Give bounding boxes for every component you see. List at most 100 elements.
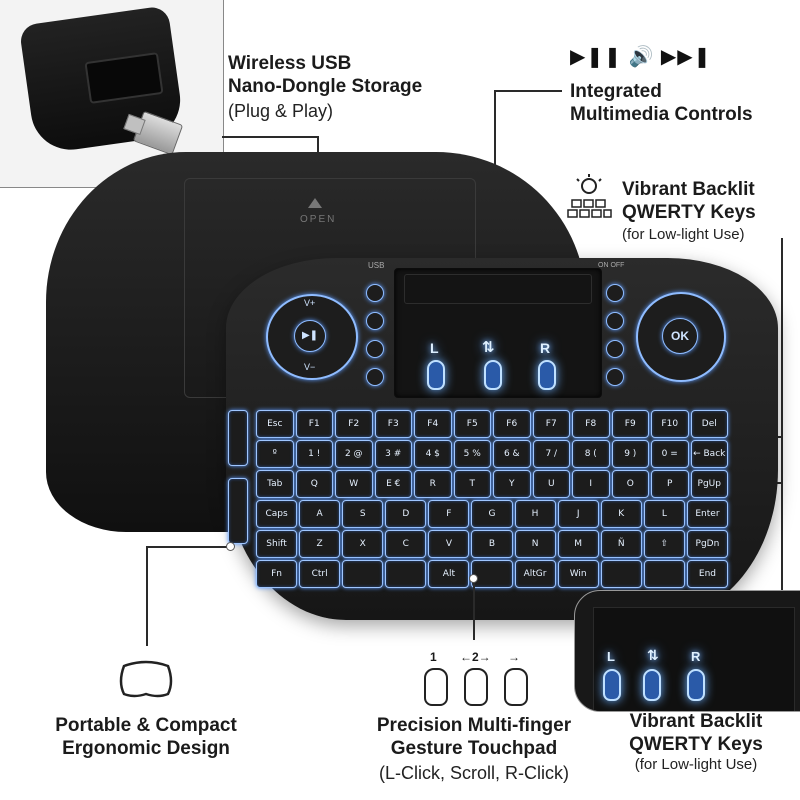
key-3-9[interactable]: L xyxy=(643,500,685,528)
dongle-subtitle: (Plug & Play) xyxy=(228,101,334,121)
power-switch-label: ON OFF xyxy=(598,262,625,269)
key-0-8[interactable]: F8 xyxy=(572,410,610,438)
inset-right-click-label: R xyxy=(691,649,701,664)
key-2-9[interactable]: O xyxy=(611,470,649,498)
touchpad-upper-strip xyxy=(404,274,592,304)
key-5-2[interactable] xyxy=(342,560,384,588)
key-2-1[interactable]: Q xyxy=(295,470,333,498)
touchpad-right-click-label: R xyxy=(540,340,551,356)
key-0-9[interactable]: F9 xyxy=(611,410,649,438)
mail-button[interactable] xyxy=(366,312,384,330)
key-4-8[interactable]: Ñ xyxy=(600,530,642,558)
dongle-leader-h xyxy=(222,136,318,138)
key-1-5[interactable]: 5 % xyxy=(453,440,491,468)
key-2-11[interactable]: PgUp xyxy=(690,470,728,498)
key-5-9[interactable] xyxy=(643,560,685,588)
key-0-10[interactable]: F10 xyxy=(651,410,689,438)
key-3-2[interactable]: S xyxy=(342,500,384,528)
key-5-8[interactable] xyxy=(600,560,642,588)
search-button[interactable] xyxy=(606,284,624,302)
key-5-5[interactable] xyxy=(471,560,513,588)
key-1-6[interactable]: 6 & xyxy=(493,440,531,468)
key-2-6[interactable]: Y xyxy=(493,470,531,498)
key-4-1[interactable]: Z xyxy=(299,530,341,558)
touchpad-leader-dot xyxy=(469,574,478,583)
key-4-4[interactable]: V xyxy=(428,530,470,558)
play-pause-button[interactable]: ▶❚ xyxy=(294,320,326,352)
key-1-4[interactable]: 4 $ xyxy=(414,440,452,468)
key-4-0[interactable]: Shift xyxy=(256,530,298,558)
key-4-2[interactable]: X xyxy=(342,530,384,558)
ergonomic-leader-h xyxy=(146,546,228,548)
key-0-2[interactable]: F2 xyxy=(335,410,373,438)
home-button[interactable] xyxy=(366,284,384,302)
key-0-11[interactable]: Del xyxy=(690,410,728,438)
key-3-4[interactable]: F xyxy=(428,500,470,528)
key-5-7[interactable]: Win xyxy=(557,560,599,588)
key-4-7[interactable]: M xyxy=(557,530,599,558)
key-2-5[interactable]: T xyxy=(453,470,491,498)
key-2-4[interactable]: R xyxy=(414,470,452,498)
ok-button[interactable]: OK xyxy=(662,318,698,354)
volume-down-label: V− xyxy=(304,362,316,372)
touchpad-title: Precision Multi-finger Gesture Touchpad xyxy=(376,715,572,759)
key-2-10[interactable]: P xyxy=(651,470,689,498)
key-1-0[interactable]: º xyxy=(256,440,294,468)
key-1-11[interactable]: ← Back xyxy=(690,440,728,468)
key-1-3[interactable]: 3 # xyxy=(374,440,412,468)
key-3-7[interactable]: J xyxy=(557,500,599,528)
open-label: OPEN xyxy=(300,214,337,225)
inset-left-click-label: L xyxy=(607,649,615,664)
mute-button[interactable] xyxy=(366,340,384,358)
key-4-9[interactable]: ⇧ xyxy=(643,530,685,558)
key-5-3[interactable] xyxy=(385,560,427,588)
key-0-5[interactable]: F5 xyxy=(453,410,491,438)
key-5-1[interactable]: Ctrl xyxy=(299,560,341,588)
right-mouse-side-button[interactable] xyxy=(228,478,248,544)
key-0-0[interactable]: Esc xyxy=(256,410,294,438)
key-4-6[interactable]: N xyxy=(514,530,556,558)
key-3-8[interactable]: K xyxy=(600,500,642,528)
key-1-7[interactable]: 7 / xyxy=(532,440,570,468)
key-3-0[interactable]: Caps xyxy=(256,500,298,528)
key-3-6[interactable]: H xyxy=(514,500,556,528)
dongle-title: Wireless USB Nano-Dongle Storage xyxy=(228,53,423,97)
key-1-9[interactable]: 9 ) xyxy=(611,440,649,468)
key-1-1[interactable]: 1 ! xyxy=(295,440,333,468)
ergonomic-leader-v xyxy=(146,546,148,646)
browser-button[interactable] xyxy=(606,340,624,358)
key-5-10[interactable]: End xyxy=(686,560,728,588)
key-5-4[interactable]: Alt xyxy=(428,560,470,588)
multimedia-title: Integrated Multimedia Controls xyxy=(570,81,753,125)
key-1-10[interactable]: 0 = xyxy=(651,440,689,468)
key-3-10[interactable]: Enter xyxy=(686,500,728,528)
backlit-leader-v xyxy=(781,238,783,668)
key-0-6[interactable]: F6 xyxy=(493,410,531,438)
key-0-3[interactable]: F3 xyxy=(374,410,412,438)
key-3-3[interactable]: D xyxy=(385,500,427,528)
key-5-0[interactable]: Fn xyxy=(256,560,298,588)
key-5-6[interactable]: AltGr xyxy=(514,560,556,588)
key-2-2[interactable]: W xyxy=(335,470,373,498)
key-4-10[interactable]: PgDn xyxy=(686,530,728,558)
key-0-7[interactable]: F7 xyxy=(532,410,570,438)
media-player-button[interactable] xyxy=(606,368,624,386)
key-4-3[interactable]: C xyxy=(385,530,427,558)
computer-button[interactable] xyxy=(366,368,384,386)
key-2-0[interactable]: Tab xyxy=(256,470,294,498)
key-2-3[interactable]: E € xyxy=(374,470,412,498)
key-0-1[interactable]: F1 xyxy=(295,410,333,438)
key-4-5[interactable]: B xyxy=(471,530,513,558)
key-1-2[interactable]: 2 @ xyxy=(335,440,373,468)
gesture-num-1: 1 xyxy=(430,650,437,664)
left-mouse-side-button[interactable] xyxy=(228,410,248,466)
key-2-7[interactable]: U xyxy=(532,470,570,498)
home-page-button[interactable] xyxy=(606,312,624,330)
key-3-5[interactable]: G xyxy=(471,500,513,528)
gesture-one-finger-icon xyxy=(424,668,448,706)
key-3-1[interactable]: A xyxy=(299,500,341,528)
key-1-8[interactable]: 8 ( xyxy=(572,440,610,468)
key-0-4[interactable]: F4 xyxy=(414,410,452,438)
key-2-8[interactable]: I xyxy=(572,470,610,498)
